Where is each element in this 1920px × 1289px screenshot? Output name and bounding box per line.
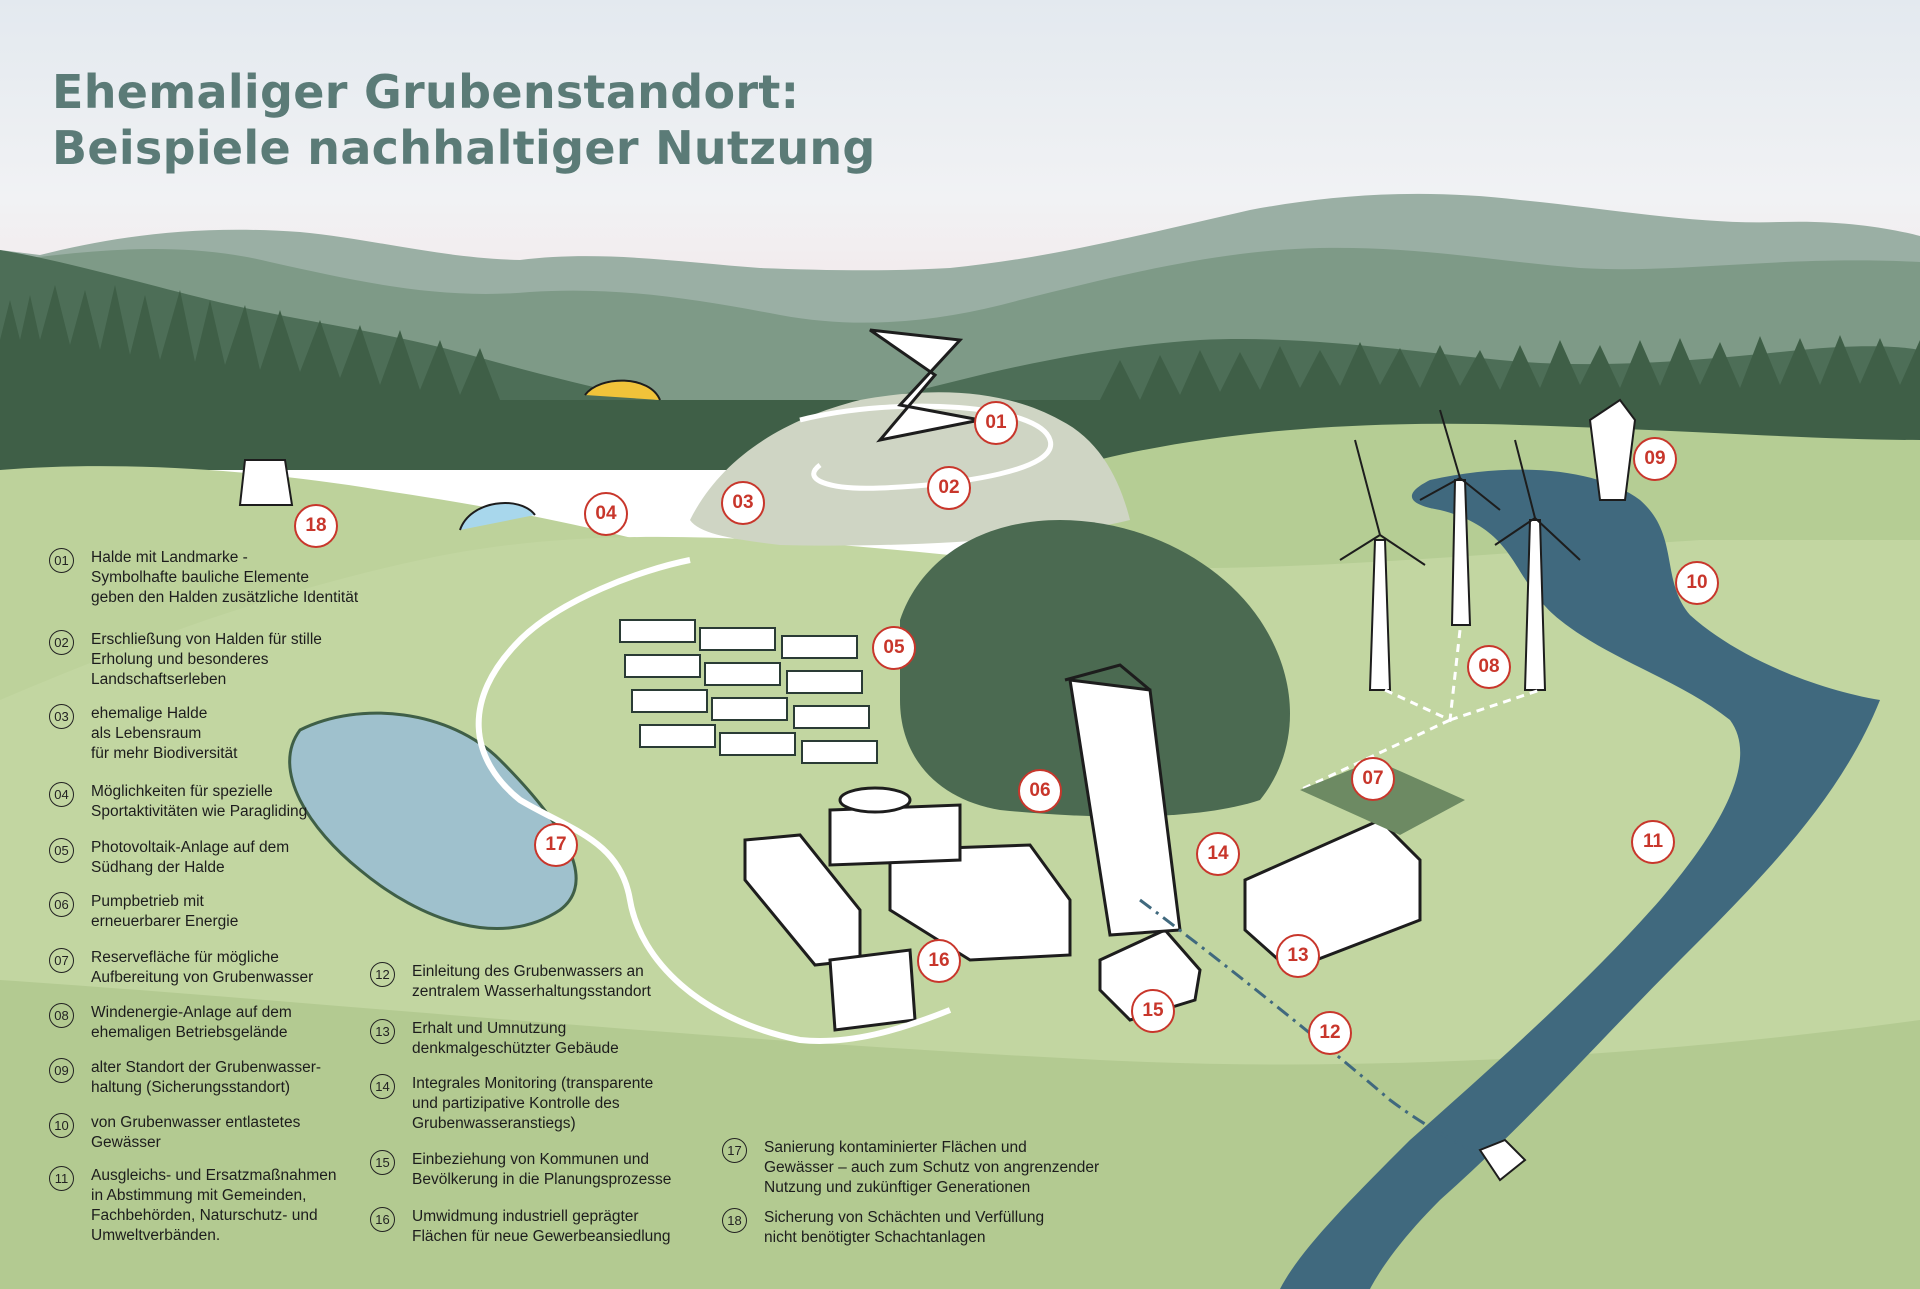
river [1280, 469, 1880, 1289]
legend-number: 03 [49, 704, 74, 729]
title-line-2: Beispiele nachhaltiger Nutzung [52, 121, 876, 175]
map-marker-06: 06 [1018, 769, 1062, 813]
legend-number: 12 [370, 962, 395, 987]
legend-text: Reservefläche für mögliche Aufbereitung … [91, 949, 314, 986]
shaft-marker [238, 459, 294, 506]
map-marker-12: 12 [1308, 1011, 1352, 1055]
legend-item-01: 01 Halde mit Landmarke - Symbolhafte bau… [49, 548, 358, 608]
legend-number: 07 [49, 948, 74, 973]
legend-item-13: 13 Erhalt und Umnutzung denkmalgeschützt… [370, 1019, 619, 1059]
legend-item-11: 11 Ausgleichs- und Ersatzmaßnahmen in Ab… [49, 1166, 337, 1246]
legend-text: Umwidmung industriell geprägter Flächen … [412, 1208, 671, 1245]
map-marker-10: 10 [1675, 561, 1719, 605]
legend-item-07: 07 Reservefläche für mögliche Aufbereitu… [49, 948, 313, 988]
legend-text: Einleitung des Grubenwassers an zentrale… [412, 963, 651, 1000]
map-marker-15: 15 [1131, 989, 1175, 1033]
solar-field [619, 619, 878, 764]
map-marker-16: 16 [917, 939, 961, 983]
paraglider-yellow [584, 379, 661, 401]
legend-text: Sanierung kontaminierter Flächen und Gew… [764, 1139, 1100, 1196]
legend-text: alter Standort der Grubenwasser- haltung… [91, 1059, 322, 1096]
page-title: Ehemaliger Grubenstandort: Beispiele nac… [52, 64, 876, 176]
legend-text: Ausgleichs- und Ersatzmaßnahmen in Absti… [91, 1167, 337, 1244]
legend-number: 08 [49, 1003, 74, 1028]
legend-text: ehemalige Halde als Lebensraum für mehr … [91, 705, 238, 762]
wind-turbines [1339, 409, 1581, 691]
paraglider-blue [459, 502, 536, 531]
legend-item-02: 02 Erschließung von Halden für stille Er… [49, 630, 322, 690]
legend-item-08: 08 Windenergie-Anlage auf dem ehemaligen… [49, 1003, 292, 1043]
legend-number: 13 [370, 1019, 395, 1044]
legend-number: 04 [49, 782, 74, 807]
map-marker-18: 18 [294, 504, 338, 548]
map-marker-17: 17 [534, 823, 578, 867]
legend-text: von Grubenwasser entlastetes Gewässer [91, 1114, 301, 1151]
map-marker-09: 09 [1633, 437, 1677, 481]
legend-number: 15 [370, 1150, 395, 1175]
legend-text: Möglichkeiten für spezielle Sportaktivit… [91, 783, 308, 820]
buildings [743, 786, 1422, 1032]
legend-text: Sicherung von Schächten und Verfüllung n… [764, 1209, 1045, 1246]
legend-item-18: 18 Sicherung von Schächten und Verfüllun… [722, 1208, 1044, 1248]
legend-text: Windenergie-Anlage auf dem ehemaligen Be… [91, 1004, 292, 1041]
map-marker-02: 02 [927, 466, 971, 510]
legend-item-14: 14 Integrales Monitoring (transparente u… [370, 1074, 653, 1134]
legend-number: 01 [49, 548, 74, 573]
legend-number: 16 [370, 1207, 395, 1232]
spoil-heap [690, 392, 1130, 546]
map-marker-13: 13 [1276, 934, 1320, 978]
map-marker-07: 07 [1351, 757, 1395, 801]
legend-number: 09 [49, 1058, 74, 1083]
legend-number: 10 [49, 1113, 74, 1138]
legend-item-06: 06 Pumpbetrieb mit erneuerbarer Energie [49, 892, 238, 932]
map-marker-04: 04 [584, 492, 628, 536]
legend-item-15: 15 Einbeziehung von Kommunen und Bevölke… [370, 1150, 671, 1190]
legend-number: 17 [722, 1138, 747, 1163]
legend-text: Halde mit Landmarke - Symbolhafte baulic… [91, 549, 359, 606]
legend-item-16: 16 Umwidmung industriell geprägter Fläch… [370, 1207, 671, 1247]
legend-number: 05 [49, 838, 74, 863]
legend-number: 02 [49, 630, 74, 655]
legend-text: Einbeziehung von Kommunen und Bevölkerun… [412, 1151, 672, 1188]
treeline [0, 285, 1920, 470]
heap-path [799, 403, 1054, 491]
map-marker-14: 14 [1196, 832, 1240, 876]
legend-item-17: 17 Sanierung kontaminierter Flächen und … [722, 1138, 1099, 1198]
title-line-1: Ehemaliger Grubenstandort: [52, 65, 800, 119]
legend-text: Integrales Monitoring (transparente und … [412, 1075, 654, 1132]
outlet [1478, 1138, 1527, 1182]
map-marker-05: 05 [872, 626, 916, 670]
legend-item-09: 09 alter Standort der Grubenwasser- halt… [49, 1058, 321, 1098]
legend-item-03: 03 ehemalige Halde als Lebensraum für me… [49, 704, 237, 764]
map-marker-08: 08 [1467, 645, 1511, 689]
legend-text: Pumpbetrieb mit erneuerbarer Energie [91, 893, 239, 930]
map-marker-01: 01 [974, 401, 1018, 445]
legend-item-10: 10 von Grubenwasser entlastetes Gewässer [49, 1113, 300, 1153]
pond [288, 711, 578, 931]
legend-item-12: 12 Einleitung des Grubenwassers an zentr… [370, 962, 651, 1002]
map-marker-03: 03 [721, 481, 765, 525]
meadow-front [0, 980, 1920, 1289]
legend-text: Photovoltaik-Anlage auf dem Südhang der … [91, 839, 290, 876]
walking-paths [475, 557, 952, 1044]
legend-number: 11 [49, 1166, 74, 1191]
turbine-cables [1299, 629, 1541, 792]
map-marker-11: 11 [1631, 820, 1675, 864]
legend-number: 06 [49, 892, 74, 917]
legend-number: 14 [370, 1074, 395, 1099]
legend-item-05: 05 Photovoltaik-Anlage auf dem Südhang d… [49, 838, 289, 878]
forest-dense [900, 520, 1290, 817]
legend-text: Erschließung von Halden für stille Erhol… [91, 631, 322, 688]
legend-item-04: 04 Möglichkeiten für spezielle Sportakti… [49, 782, 307, 822]
old-shaft-tower [1588, 398, 1637, 501]
legend-number: 18 [722, 1208, 747, 1233]
legend-text: Erhalt und Umnutzung denkmalgeschützter … [412, 1020, 619, 1057]
